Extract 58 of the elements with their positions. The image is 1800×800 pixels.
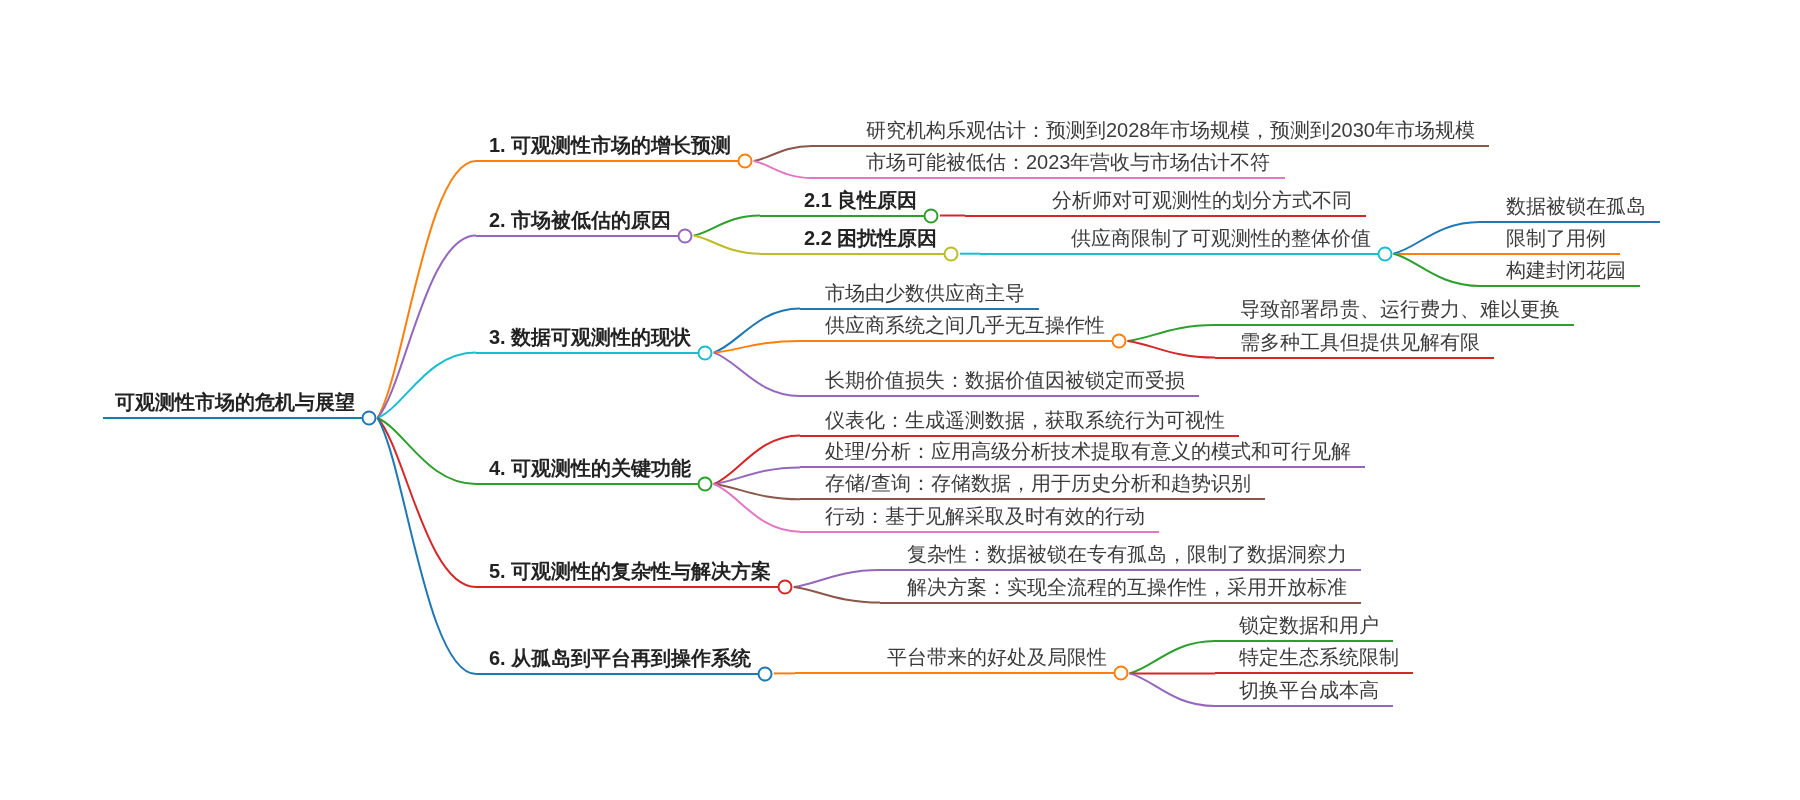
topic-text: 限制了用例 [1506, 226, 1606, 251]
topic-text: 2.2 困扰性原因 [804, 225, 938, 251]
topic-text: 平台带来的好处及局限性 [887, 645, 1107, 671]
topic-text: 切换平台成本高 [1239, 678, 1379, 703]
topic-text: 数据被锁在孤岛 [1506, 194, 1646, 219]
topic-text: 复杂性：数据被锁在专有孤岛，限制了数据洞察力 [907, 542, 1347, 567]
topic-text: 存储/查询：存储数据，用于历史分析和趋势识别 [825, 471, 1251, 497]
branch-line [1126, 324, 1216, 342]
topic-text: 市场可能被低估：2023年营收与市场估计不符 [866, 150, 1271, 175]
branch-line [712, 351, 801, 397]
topic-text: 特定生态系统限制 [1239, 645, 1399, 671]
topic-text: 锁定数据和用户 [1239, 613, 1379, 638]
topic-text: 仪表化：生成遥测数据，获取系统行为可视性 [825, 407, 1225, 433]
topic-text: 可观测性市场的危机与展望 [115, 390, 355, 415]
topic-text: 2.1 良性原因 [804, 187, 918, 213]
branch-line [692, 234, 761, 255]
branch-line [376, 351, 477, 419]
topic-text: 6. 从孤岛到平台再到操作系统 [489, 646, 752, 671]
topic-text: 处理/分析：应用高级分析技术提取有意义的模式和可行见解 [825, 439, 1351, 465]
branch-line [712, 483, 801, 501]
branch-line [376, 417, 477, 485]
topic-text: 市场由少数供应商主导 [825, 280, 1025, 306]
main-topic [476, 557, 794, 595]
branch-line [376, 417, 477, 588]
topic-text: 5. 可观测性的复杂性与解决方案 [489, 559, 772, 584]
topic-text: 研究机构乐观估计：预测到2028年市场规模，预测到2030年市场规模 [866, 118, 1475, 143]
branch-line [1128, 672, 1216, 707]
topic-text: 3. 数据可观测性的现状 [489, 324, 692, 350]
branch-line [1392, 221, 1481, 255]
branch-line [1128, 640, 1216, 675]
branch-line [712, 340, 801, 354]
topic-text: 解决方案：实现全流程的互操作性，采用开放标准 [907, 574, 1347, 600]
branch-line [712, 434, 801, 485]
branch-line [712, 483, 801, 533]
topic-text: 分析师对可观测性的划分方式不同 [1052, 187, 1352, 213]
branch-line [938, 214, 966, 217]
branch-line [376, 417, 477, 675]
topic-text: 供应商限制了可观测性的整体价值 [1071, 225, 1371, 251]
topic-text: 构建封闭花园 [1506, 258, 1626, 283]
topic-text: 需多种工具但提供见解有限 [1240, 329, 1480, 355]
topic-text: 行动：基于见解采取及时有效的行动 [825, 503, 1145, 529]
branch-line [772, 672, 796, 675]
branch-line [792, 586, 881, 604]
topic-text: 长期价值损失：数据价值因被锁定而受损 [825, 368, 1185, 393]
topic-text: 供应商系统之间几乎无互操作性 [825, 313, 1105, 338]
branch-line [752, 160, 813, 179]
topic-text: 2. 市场被低估的原因 [489, 207, 672, 233]
branch-line [692, 214, 761, 237]
branch-line [376, 234, 477, 419]
topic-text: 1. 可观测性市场的增长预测 [489, 133, 732, 158]
main-topic [476, 131, 754, 169]
central-topic [103, 388, 377, 426]
topic-text: 4. 可观测性的关键功能 [489, 456, 692, 481]
branch-line [1128, 672, 1216, 675]
branch-line [958, 252, 981, 255]
branch-line [1392, 252, 1481, 287]
topic-text: 导致部署昂贵、运行费力、难以更换 [1240, 297, 1560, 322]
branch-line [1126, 340, 1216, 359]
